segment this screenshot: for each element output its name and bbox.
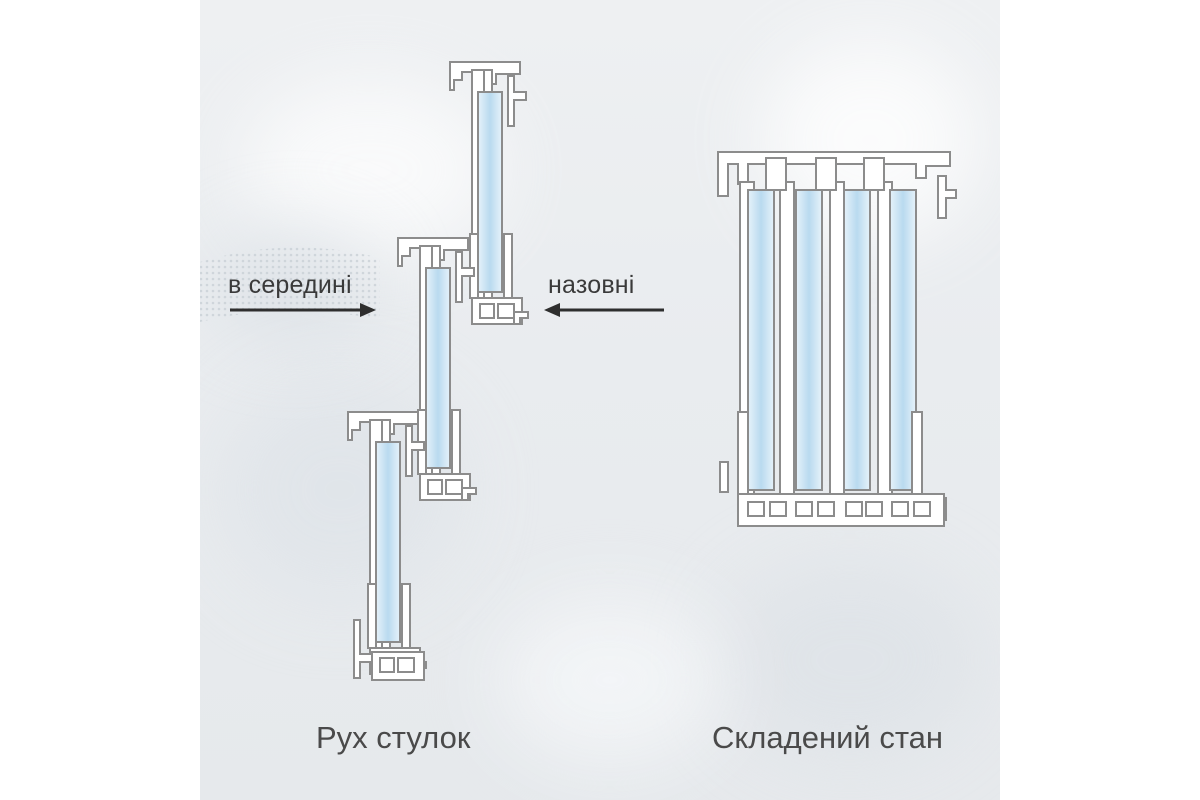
caption-sash-movement: Рух стулок	[316, 720, 471, 755]
label-inside: в середині	[228, 271, 352, 299]
dotted-decoration	[200, 247, 380, 322]
label-outside: назовні	[548, 271, 635, 299]
arrow-right-icon	[230, 303, 376, 317]
sash-stack-folded	[717, 151, 957, 527]
sash-moving-lowest	[353, 619, 425, 681]
caption-folded-state: Складений стан	[712, 720, 944, 755]
arrow-left-icon	[544, 303, 664, 317]
